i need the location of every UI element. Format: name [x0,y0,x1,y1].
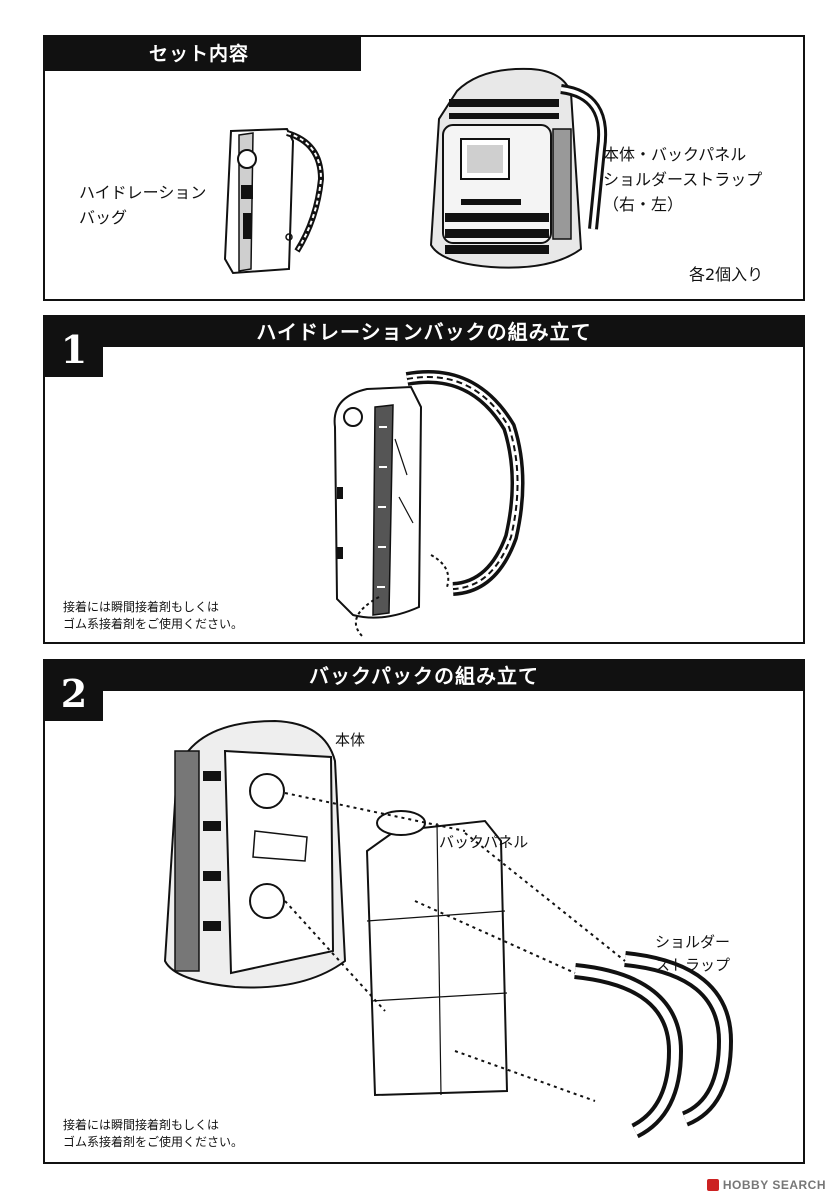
step1-number: 1 [45,317,103,377]
back-panel-label: バックパネル [439,833,529,851]
hydration-bag-assembly-illustration [323,367,533,637]
step1-note: 接着には瞬間接着剤もしくは ゴム系接着剤をご使用ください。 [63,600,244,632]
footer-brand: HOBBY SEARCH [722,1178,826,1192]
step2-note: 接着には瞬間接着剤もしくは ゴム系接着剤をご使用ください。 [63,1118,244,1150]
hobby-search-footer: HOBBY SEARCH [706,1178,826,1192]
hobby-search-logo-icon [706,1179,719,1191]
backpack-label: 本体・バックパネル ショルダーストラップ （右・左） [603,145,763,214]
hydration-bag-illustration [217,119,329,279]
set-contents-box: セット内容 ハイドレーション バッグ 本体・バックパネル ショルダーストラップ … [43,35,805,301]
step1-title: ハイドレーションバックの組み立て [45,317,803,347]
shoulder-strap-label: ショルダー ストラップ [655,933,731,975]
step2-title: バックパックの組み立て [45,661,803,691]
step1-box: ハイドレーションバックの組み立て 1 接着には瞬間接着剤もしくは ゴム系接着剤を… [43,315,805,644]
backpack-illustration [421,59,611,281]
set-contents-title: セット内容 [45,37,361,71]
step2-box: バックパックの組み立て 2 本体 バックパネル ショルダー ストラップ 接着には… [43,659,805,1164]
step2-number: 2 [45,661,103,721]
body-label: 本体 [335,731,366,749]
quantity-label: 各2個入り [689,265,764,284]
backpack-assembly-diagram [155,711,785,1141]
hydration-bag-label: ハイドレーション バッグ [79,183,207,227]
